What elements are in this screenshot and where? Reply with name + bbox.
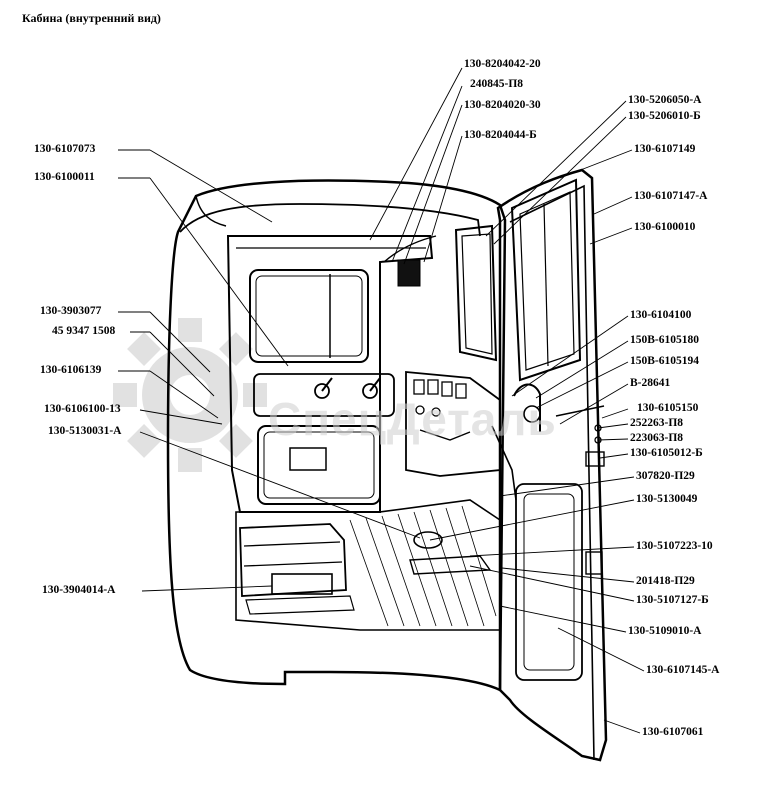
- part-label: 252263-П8: [630, 417, 684, 429]
- tool-box: [271, 573, 333, 595]
- page-title: Кабина (внутренний вид): [22, 11, 161, 25]
- part-label: 130-6105150: [637, 402, 699, 414]
- part-label: 45 9347 1508: [52, 325, 116, 337]
- part-label: 130-6107149: [634, 143, 696, 155]
- part-label: 130-5130031-А: [48, 425, 122, 437]
- rear-storage-box: [257, 425, 381, 505]
- cab-outer-shell: [166, 179, 507, 692]
- seat-base: [239, 523, 347, 597]
- part-label: 130-6107073: [34, 143, 96, 155]
- part-label: 130-5109010-А: [628, 625, 702, 637]
- part-label: 150В-6105194: [630, 355, 699, 367]
- door-window: [510, 178, 582, 382]
- part-label: 130-6105012-Б: [630, 447, 703, 459]
- part-label: 130-6106139: [40, 364, 102, 376]
- part-label: 130-6106100-13: [44, 403, 121, 415]
- part-label: 130-5206010-Б: [628, 110, 701, 122]
- part-label: 130-6107145-А: [646, 664, 720, 676]
- leader-lines: [118, 67, 645, 734]
- cab-body: [166, 179, 517, 692]
- door-lower-panel: [515, 483, 583, 681]
- part-label: 130-6107147-А: [634, 190, 708, 202]
- part-label: 130-5130049: [636, 493, 698, 505]
- part-label: 130-5107223-10: [636, 540, 713, 552]
- part-label: 307820-П29: [636, 470, 695, 482]
- watermark-text: СпецДеталь: [268, 393, 557, 445]
- heater-panel: [253, 373, 395, 417]
- side-window: [454, 224, 498, 362]
- part-label: 240845-П8: [470, 78, 524, 90]
- part-label: 130-6104100: [630, 309, 692, 321]
- cab-door: [496, 168, 608, 762]
- part-label: 130-3904014-А: [42, 584, 116, 596]
- part-label: 130-6100011: [34, 171, 95, 183]
- rear-window: [249, 269, 369, 363]
- part-label: 130-6107061: [642, 726, 704, 738]
- part-label: 223063-П8: [630, 432, 684, 444]
- part-label: 130-8204044-Б: [464, 129, 537, 141]
- door-inner-panel: [509, 184, 595, 761]
- cab-roof-edge: [179, 203, 481, 237]
- part-label: В-28641: [630, 377, 671, 389]
- part-label: 150В-6105180: [630, 334, 699, 346]
- gear-icon: [113, 318, 267, 472]
- part-label: 130-8204020-30: [464, 99, 541, 111]
- door-outer: [496, 168, 608, 762]
- part-label: 130-5206050-А: [628, 94, 702, 106]
- part-label: 201418-П29: [636, 575, 695, 587]
- part-label: 130-3903077: [40, 305, 102, 317]
- part-label: 130-5107127-Б: [636, 594, 709, 606]
- dome-lamp: [397, 259, 421, 287]
- part-label: 130-8204042-20: [464, 58, 541, 70]
- part-label: 130-6100010: [634, 221, 696, 233]
